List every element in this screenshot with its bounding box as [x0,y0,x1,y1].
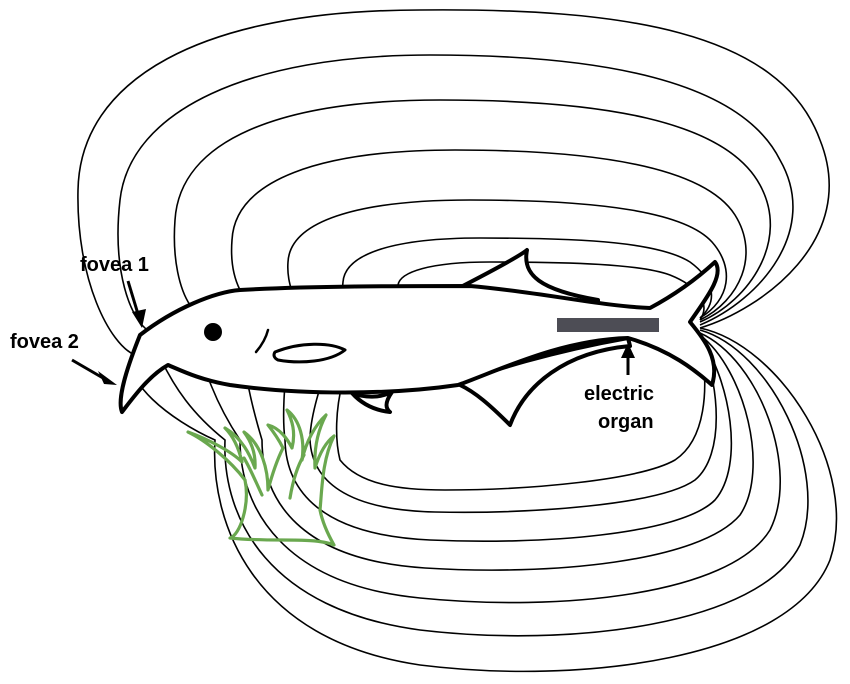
arrow-electric-organ-head [621,343,635,358]
label-electric: electric [584,383,654,405]
pelvic-fin [350,390,394,414]
plant-inner-blade-1 [242,456,264,497]
plant-outline [186,408,336,547]
gill-line [254,328,270,354]
electric-organ-bar [557,318,659,332]
arrow-fovea-1-head [132,309,146,328]
label-fovea-1: fovea 1 [80,254,149,276]
field-line-7 [335,261,706,491]
label-fovea-2: fovea 2 [10,331,79,353]
plant-inner-blade-2 [288,453,306,500]
pectoral-fin [272,342,347,364]
labels: fovea 1 fovea 2 electric organ [10,254,654,433]
label-organ: organ [598,411,654,433]
fish-eye [204,323,222,341]
arrow-fovea-1-line [126,280,140,315]
arrow-fovea-2-head [98,371,117,385]
arrow-fovea-2-line [71,358,104,380]
fish [118,248,720,427]
aquatic-plant [186,408,336,547]
fish-body [118,260,720,414]
